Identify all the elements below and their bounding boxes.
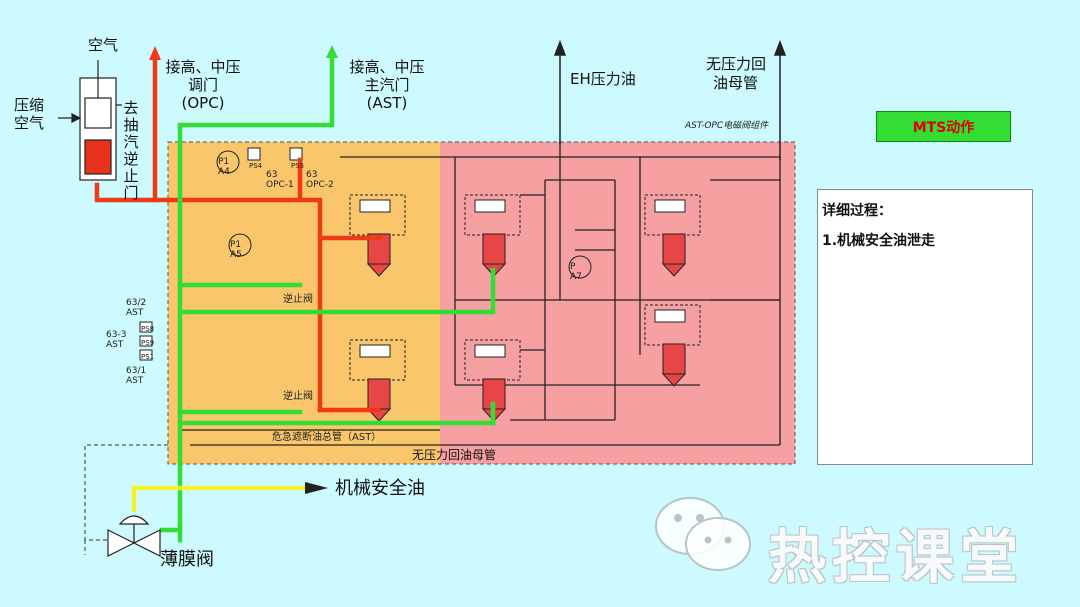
- opc-arrow-icon: [149, 46, 161, 60]
- opc-tag-1: 63 OPC-1: [266, 170, 294, 190]
- ast-label-line2: 主汽门: [364, 76, 410, 94]
- no-pressure-label-line1: 无压力回: [706, 55, 767, 73]
- opc-tag-2: 63 OPC-2: [306, 170, 334, 190]
- red-oil-lines: [94, 57, 383, 413]
- internal-piping: [180, 140, 781, 446]
- pressure-switches: [139, 147, 303, 361]
- yellow-oil-line: [131, 485, 305, 512]
- eh-oil-label: EH压力油: [570, 70, 636, 88]
- ast-label-line1: 接高、中压: [349, 58, 425, 76]
- ast-tag-3: 63/1 AST: [126, 366, 147, 386]
- check-valve-label-1: 逆止阀: [283, 294, 313, 305]
- gauge-label-2: P1 A5: [230, 240, 242, 260]
- ast-arrow-icon: [326, 45, 338, 58]
- opc-label-line3: (OPC): [181, 94, 225, 112]
- ps8-label: PS8: [141, 325, 155, 333]
- no-pressure-label-line2: 油母管: [713, 74, 759, 92]
- ps5-label: PS5: [291, 162, 305, 170]
- compressed-air-label: 压缩 空气: [14, 96, 45, 132]
- solenoid-valves: [349, 194, 701, 422]
- mts-action-badge[interactable]: MTS动作: [876, 111, 1011, 142]
- detail-title: 详细过程：: [822, 203, 892, 219]
- green-oil-lines: [159, 55, 496, 543]
- gauge-label-3: P A7: [570, 262, 582, 282]
- eh-oil-arrow-icon: [553, 39, 567, 56]
- return-arrow-icon: [773, 39, 787, 56]
- dashed-drain: [84, 444, 168, 555]
- ast-tag-1: 63/2 AST: [126, 298, 147, 318]
- extraction-check-label: 去抽汽逆止门: [123, 99, 139, 202]
- air-cylinder: [58, 60, 122, 181]
- wechat-icon: [655, 497, 751, 571]
- diaphragm-valve-label: 薄膜阀: [160, 549, 214, 570]
- check-valve-label-2: 逆止阀: [283, 391, 313, 402]
- ast-tag-2: 63-3 AST: [106, 330, 127, 350]
- ast-opc-block-label: AST-OPC电磁阀组件: [685, 121, 769, 131]
- opc-label-line1: 接高、中压: [165, 58, 241, 76]
- watermark-text: 热控课堂: [768, 523, 1025, 591]
- opc-label-line2: 调门: [187, 76, 218, 94]
- emergency-trip-label: 危急遮断油总管（AST）: [272, 432, 382, 443]
- mech-oil-arrow-icon: [305, 482, 328, 494]
- air-label: 空气: [88, 36, 119, 54]
- detail-panel: 详细过程： 1.机械安全油泄走: [817, 189, 1033, 465]
- ps9-label: PS9: [141, 339, 155, 347]
- no-pressure-bottom-label: 无压力回油母管: [412, 448, 497, 462]
- mech-safety-oil-label: 机械安全油: [335, 478, 425, 499]
- detail-step-1: 1.机械安全油泄走: [822, 233, 936, 249]
- ast-label-line3: (AST): [366, 94, 408, 112]
- pressure-gauges: [216, 150, 592, 279]
- ps4-label: PS4: [249, 162, 263, 170]
- solenoid-block-outline: [167, 141, 796, 465]
- ps1-label: PS1: [141, 353, 155, 361]
- diaphragm-valve-icon: [107, 515, 161, 557]
- gauge-label-1: P1 A4: [218, 157, 230, 177]
